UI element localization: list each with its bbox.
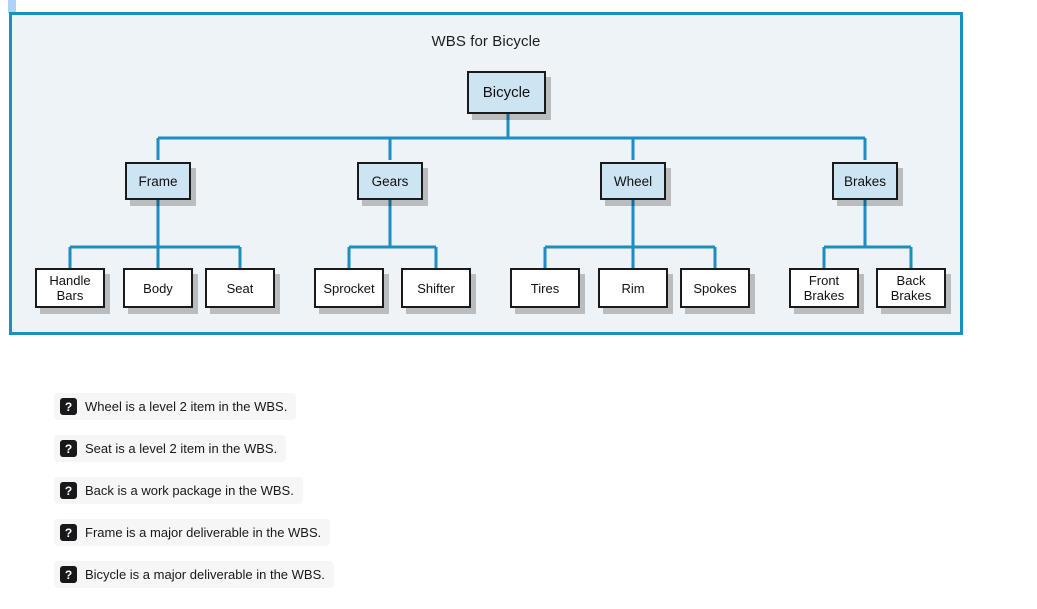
wbs-node-label: Frame [138, 173, 178, 189]
diagram-title: WBS for Bicycle [431, 33, 541, 50]
quiz-row: ? Back is a work package in the WBS. [54, 477, 614, 519]
wbs-node-rim[interactable]: Rim [598, 268, 668, 308]
list-item[interactable]: ? Frame is a major deliverable in the WB… [54, 519, 331, 546]
wbs-node-label-line1: Back [896, 273, 926, 288]
quiz-statement-list: ? Wheel is a level 2 item in the WBS. ? … [54, 393, 614, 603]
wbs-node-frame[interactable]: Frame [125, 162, 191, 200]
wbs-node-body[interactable]: Body [123, 268, 193, 308]
wbs-node-sprocket[interactable]: Sprocket [314, 268, 384, 308]
list-item[interactable]: ? Back is a work package in the WBS. [54, 477, 303, 504]
question-mark-icon: ? [60, 566, 77, 583]
quiz-item-text: Bicycle is a major deliverable in the WB… [85, 567, 325, 582]
wbs-node-label-line2: Bars [56, 288, 84, 303]
wbs-node-label: Bicycle [482, 84, 531, 101]
wbs-node-label: Seat [226, 280, 254, 296]
wbs-node-label: Gears [371, 173, 409, 189]
wbs-node-seat[interactable]: Seat [205, 268, 275, 308]
list-item[interactable]: ? Wheel is a level 2 item in the WBS. [54, 393, 297, 420]
wbs-node-label-line2: Brakes [803, 288, 845, 303]
quiz-row: ? Wheel is a level 2 item in the WBS. [54, 393, 614, 435]
list-item[interactable]: ? Seat is a level 2 item in the WBS. [54, 435, 287, 462]
wbs-node-brakes[interactable]: Brakes [832, 162, 898, 200]
wbs-diagram-container: WBS for Bicycle [9, 12, 963, 335]
wbs-node-handle-bars[interactable]: Handle Bars [35, 268, 105, 308]
quiz-item-text: Back is a work package in the WBS. [85, 483, 294, 498]
wbs-node-label-line2: Brakes [890, 288, 932, 303]
wbs-node-front-brakes[interactable]: Front Brakes [789, 268, 859, 308]
wbs-node-label: Body [143, 280, 173, 296]
wbs-node-label: Rim [621, 280, 645, 296]
wbs-node-label: Spokes [693, 280, 737, 296]
quiz-item-text: Seat is a level 2 item in the WBS. [85, 441, 278, 456]
wbs-node-bicycle[interactable]: Bicycle [467, 71, 546, 114]
wbs-node-label: Sprocket [323, 280, 375, 296]
list-item[interactable]: ? Bicycle is a major deliverable in the … [54, 561, 334, 588]
wbs-node-label: Wheel [613, 173, 653, 189]
quiz-item-text: Wheel is a level 2 item in the WBS. [85, 399, 288, 414]
wbs-node-label: Tires [530, 280, 560, 296]
wbs-node-shifter[interactable]: Shifter [401, 268, 471, 308]
question-mark-icon: ? [60, 482, 77, 499]
quiz-row: ? Frame is a major deliverable in the WB… [54, 519, 614, 561]
question-mark-icon: ? [60, 440, 77, 457]
question-mark-icon: ? [60, 398, 77, 415]
wbs-node-label: Shifter [417, 280, 455, 296]
wbs-node-wheel[interactable]: Wheel [600, 162, 666, 200]
wbs-node-label: Brakes [843, 173, 887, 189]
tree-connector-lines [68, 114, 913, 268]
wbs-node-back-brakes[interactable]: Back Brakes [876, 268, 946, 308]
wbs-node-gears[interactable]: Gears [357, 162, 423, 200]
top-left-accent-tab [8, 0, 16, 13]
wbs-node-spokes[interactable]: Spokes [680, 268, 750, 308]
question-mark-icon: ? [60, 524, 77, 541]
wbs-node-label-line1: Front [808, 273, 840, 288]
wbs-node-label-line1: Handle [49, 273, 91, 288]
quiz-item-text: Frame is a major deliverable in the WBS. [85, 525, 322, 540]
quiz-row: ? Bicycle is a major deliverable in the … [54, 561, 614, 603]
quiz-row: ? Seat is a level 2 item in the WBS. [54, 435, 614, 477]
wbs-node-tires[interactable]: Tires [510, 268, 580, 308]
